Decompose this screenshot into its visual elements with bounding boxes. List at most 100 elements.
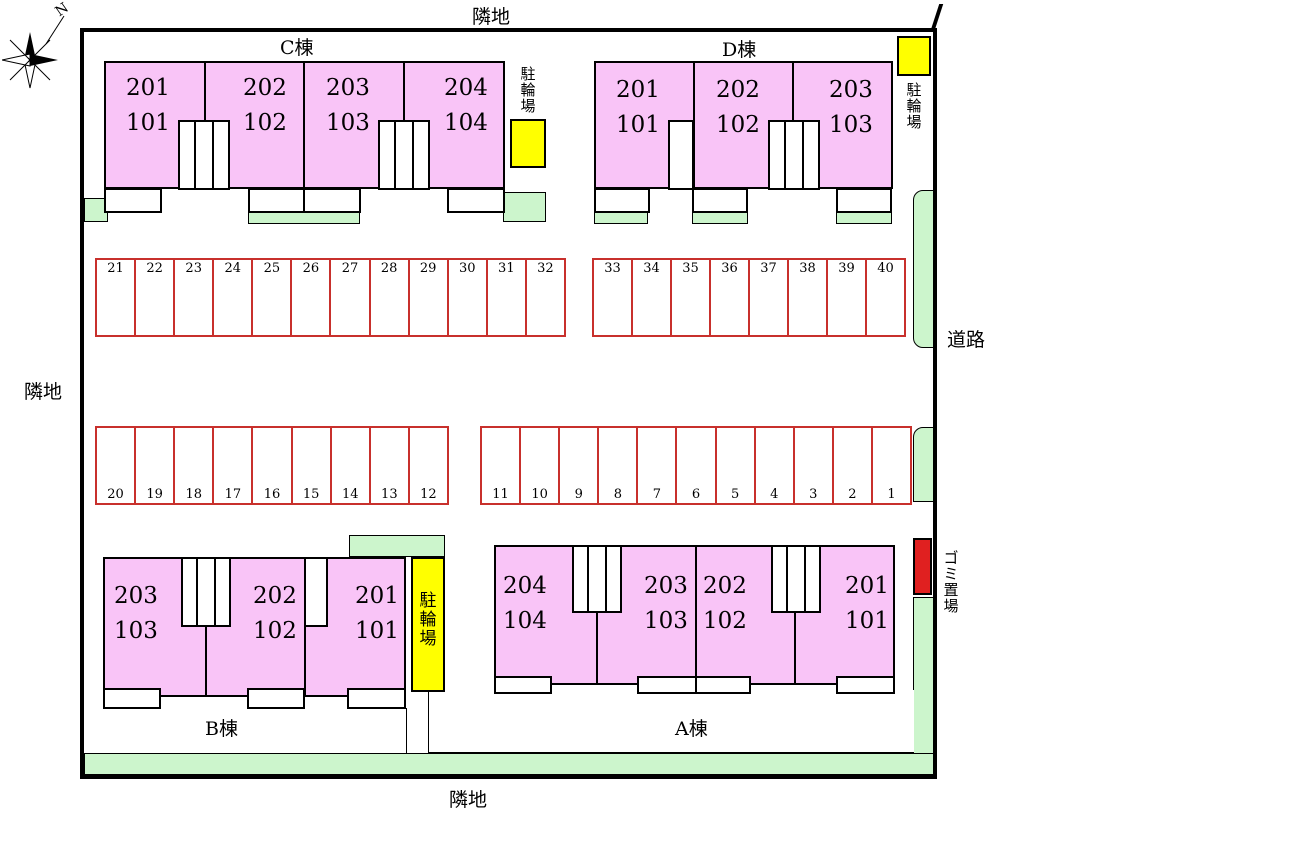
parking-space-number: 22 [146, 261, 163, 276]
parking-space: 3 [795, 428, 834, 503]
parking-space-number: 6 [691, 487, 701, 502]
parking-space-number: 10 [531, 487, 548, 502]
parking-space: 40 [867, 260, 904, 335]
building-c-stair-1-core [194, 120, 214, 190]
parking-space-number: 28 [380, 261, 398, 276]
parking-space: 24 [214, 260, 254, 335]
parking-space: 15 [293, 428, 332, 503]
parking-space-number: 25 [263, 261, 281, 276]
building-a-step-3 [695, 676, 751, 694]
parking-space: 18 [175, 428, 215, 503]
parking-space: 7 [638, 428, 678, 503]
parking-space: 27 [331, 260, 371, 335]
building-b-stair-1-core [196, 557, 216, 627]
parking-space: 36 [711, 260, 750, 335]
green-strip-road-upper [913, 190, 934, 348]
parking-space-number: 5 [730, 487, 740, 502]
parking-space-number: 29 [419, 261, 437, 276]
green-strip-c-right [503, 192, 546, 222]
building-a-stair-2-core [786, 545, 806, 613]
parking-space-number: 34 [643, 261, 660, 276]
parking-space-number: 2 [848, 487, 857, 502]
walkway-b [84, 708, 407, 754]
parking-space: 26 [292, 260, 332, 335]
parking-space: 5 [717, 428, 756, 503]
building-d-stair-1 [668, 120, 694, 190]
building-d-stair-2-core [784, 120, 804, 190]
green-strip-d-1 [594, 212, 648, 224]
parking-space: 10 [521, 428, 561, 503]
parking-space-number: 4 [770, 487, 779, 502]
parking-space-number: 12 [420, 487, 437, 502]
trash-area-label: ゴミ置場 [943, 549, 959, 615]
building-b-label: B棟 [205, 718, 238, 740]
parking-space-number: 11 [492, 487, 509, 502]
building-a-label: A棟 [675, 718, 708, 740]
green-strip-road-bottom [913, 597, 934, 775]
parking-space-number: 7 [652, 487, 662, 502]
building-d-label: D棟 [722, 39, 757, 61]
green-strip-d-3 [836, 212, 892, 224]
parking-space: 28 [371, 260, 410, 335]
parking-space: 39 [828, 260, 867, 335]
parking-space-number: 9 [574, 487, 583, 502]
parking-space: 30 [449, 260, 488, 335]
parking-space-number: 31 [498, 261, 515, 276]
parking-space-number: 18 [185, 487, 203, 502]
parking-space: 37 [750, 260, 789, 335]
parking-space-number: 37 [760, 261, 777, 276]
parking-space: 1 [873, 428, 910, 503]
parking-space: 4 [756, 428, 795, 503]
bicycle-parking-b-label: 駐輪場 [419, 591, 437, 649]
parking-space-number: 24 [224, 261, 242, 276]
compass-rose-icon [2, 15, 65, 89]
trash-area [913, 538, 932, 595]
building-a-step-4 [836, 676, 895, 694]
parking-space-number: 26 [302, 261, 320, 276]
building-c-step-1 [104, 188, 162, 213]
parking-space-number: 38 [799, 261, 816, 276]
green-strip-bottom [84, 753, 934, 775]
parking-space-number: 30 [458, 261, 476, 276]
building-d-step-1 [594, 188, 650, 213]
parking-space-number: 23 [185, 261, 202, 276]
bicycle-parking-d [897, 36, 931, 76]
parking-space-number: 35 [682, 261, 699, 276]
bicycle-parking-d-label: 駐輪場 [906, 81, 922, 131]
green-strip-d-2 [692, 212, 748, 224]
road-label: 道路 [947, 329, 986, 351]
parking-space-number: 3 [809, 487, 818, 502]
parking-space-number: 21 [107, 261, 124, 276]
parking-space: 2 [834, 428, 873, 503]
green-strip-b-top [349, 535, 445, 557]
parking-space-number: 32 [537, 261, 554, 276]
building-b-step-3 [347, 688, 406, 709]
parking-space: 23 [175, 260, 215, 335]
boundary-corner-tick [930, 4, 944, 30]
parking-space: 13 [371, 428, 410, 503]
parking-space: 29 [410, 260, 449, 335]
parking-space: 25 [253, 260, 293, 335]
parking-space-number: 14 [341, 487, 359, 502]
parking-space: 14 [332, 428, 371, 503]
building-d-step-2 [692, 188, 748, 213]
parking-space: 12 [410, 428, 447, 503]
parking-space-number: 40 [877, 261, 894, 276]
green-strip-road-lower [913, 427, 934, 502]
building-b-stair-2 [304, 557, 328, 627]
bicycle-parking-c [510, 119, 546, 168]
parking-space: 20 [97, 428, 137, 503]
